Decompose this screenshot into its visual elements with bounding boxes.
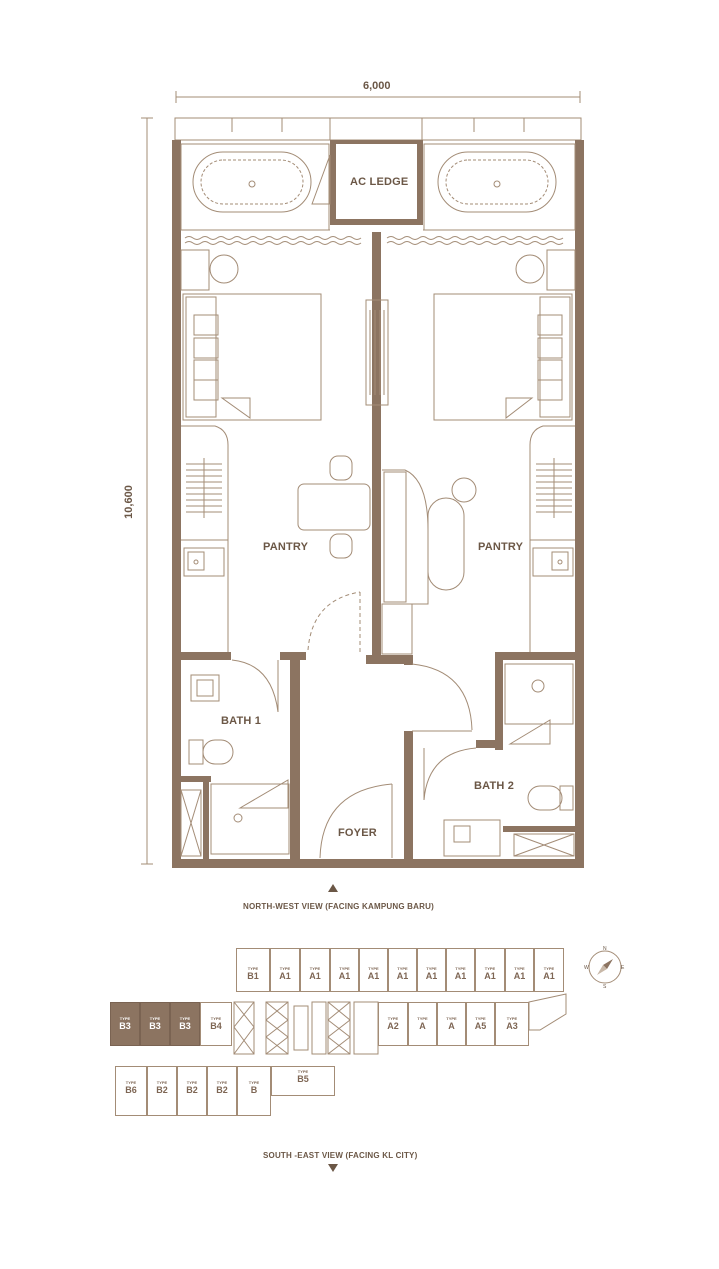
svg-text:W: W — [584, 965, 589, 971]
dimension-lines — [141, 91, 581, 865]
width-dimension: 6,000 — [363, 80, 391, 92]
north-arrow-icon — [328, 884, 338, 892]
svg-text:N: N — [603, 946, 607, 952]
beds — [180, 249, 576, 421]
svg-text:E: E — [621, 965, 625, 971]
keyplan-right-wing — [528, 993, 567, 1031]
pantry-right-fixtures — [381, 425, 575, 655]
bathtubs — [180, 143, 576, 231]
room-label-pantry-left: PANTRY — [263, 541, 309, 553]
room-label-ac-ledge: AC LEDGE — [350, 176, 409, 188]
bath-fixtures — [180, 663, 575, 857]
room-label-bath-2: BATH 2 — [474, 780, 515, 792]
dining-table — [297, 455, 371, 559]
floor-plan — [141, 91, 584, 868]
core-area — [233, 1001, 379, 1055]
balcony-railing — [174, 117, 582, 141]
room-label-bath-1: BATH 1 — [221, 715, 262, 727]
doors — [231, 591, 551, 859]
tv-panel — [365, 299, 389, 406]
height-dimension: 10,600 — [122, 485, 135, 519]
north-west-view-label: NORTH-WEST VIEW (FACING KAMPUNG BARU) — [243, 902, 434, 911]
south-east-view-label: SOUTH -EAST VIEW (FACING KL CITY) — [263, 1151, 418, 1160]
room-label-pantry-right: PANTRY — [478, 541, 524, 553]
svg-text:S: S — [603, 984, 607, 988]
pantry-left-fixtures — [181, 425, 229, 652]
compass-icon: N S E W — [584, 946, 625, 988]
walls — [172, 140, 584, 868]
south-arrow-icon — [328, 1164, 338, 1172]
room-label-foyer: FOYER — [338, 827, 377, 839]
